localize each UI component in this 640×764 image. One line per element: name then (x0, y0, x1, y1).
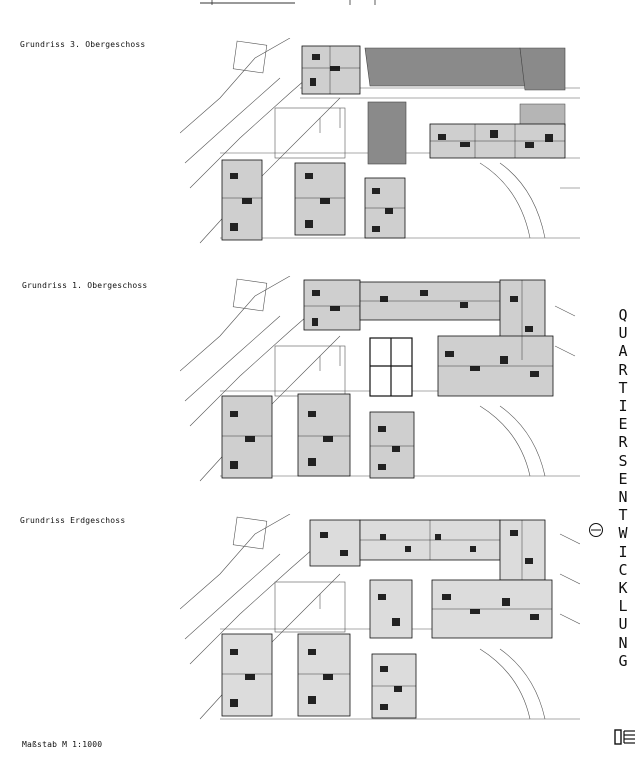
vertical-title-letter: U (618, 615, 628, 634)
vertical-title-letter: Q (618, 306, 628, 324)
vertical-title-letter: E (618, 469, 628, 488)
vertical-title-letter: I (618, 542, 628, 561)
vertical-title-letter: U (618, 324, 628, 343)
vertical-title-letter: S (618, 451, 628, 470)
floor-plan-3og (180, 38, 580, 248)
floor-plan-eg (180, 514, 580, 724)
vertical-title-letter: E (618, 415, 628, 434)
floor-plan-1og (180, 276, 580, 486)
plan-label-1og: Grundriss 1. Obergeschoss (22, 281, 148, 290)
vertical-title-letter: G (618, 651, 628, 670)
top-edge-fragment (200, 0, 376, 5)
plan-label-3og: Grundriss 3. Obergeschoss (20, 40, 146, 49)
vertical-title-letter: R (618, 433, 628, 452)
vertical-title-letter: C (618, 560, 628, 579)
logo-mark-icon (614, 729, 635, 745)
vertical-title-letter: R (618, 360, 628, 379)
vertical-title-letter: T (618, 506, 628, 525)
vertical-title-letter: A (618, 342, 628, 361)
vertical-title-letter: I (618, 397, 628, 416)
vertical-title-letter: N (618, 488, 628, 507)
plan-label-eg: Grundriss Erdgeschoss (20, 516, 126, 525)
scale-label: Maßstab M 1:1000 (22, 740, 103, 749)
vertical-title-letter: T (618, 378, 628, 397)
vertical-title-letter: K (618, 579, 628, 598)
vertical-title-letter: L (618, 597, 628, 616)
north-arrow-icon (589, 523, 603, 537)
vertical-title-letter: N (618, 633, 628, 652)
vertical-title-letter: W (618, 524, 628, 543)
